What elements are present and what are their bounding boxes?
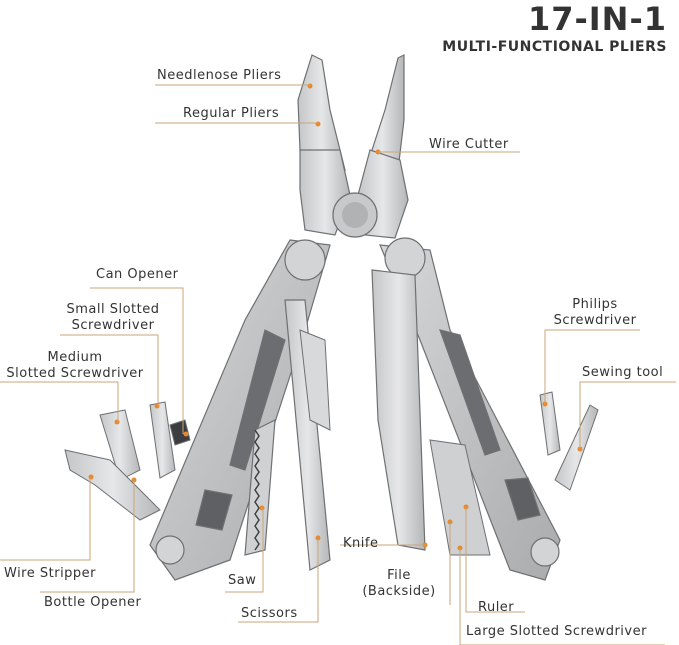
label-knife: Knife <box>343 536 379 551</box>
left-handle <box>149 239 331 581</box>
label-philips-screwdriver: Philips Screwdriver <box>550 297 640 329</box>
label-bottle-opener: Bottle Opener <box>44 595 142 610</box>
left-pivot <box>284 239 326 281</box>
label-medium-slotted-screwdriver: Medium Slotted Screwdriver <box>0 350 150 382</box>
medium-line2: Slotted Screwdriver <box>6 366 144 381</box>
knife-blade <box>371 269 426 551</box>
file-line2: (Backside) <box>362 584 436 599</box>
product-title: 17-IN-1 MULTI-FUNCTIONAL PLIERS <box>442 0 667 56</box>
sewing-tool-blade <box>554 404 599 491</box>
right-bottom-pivot <box>530 537 560 567</box>
label-scissors: Scissors <box>241 606 298 621</box>
label-needlenose-pliers: Needlenose Pliers <box>157 68 282 83</box>
medium-screwdriver-blade <box>99 409 141 481</box>
file-line1: File <box>387 568 411 583</box>
label-ruler: Ruler <box>478 600 515 615</box>
leader-lines <box>0 84 676 645</box>
saw-blade <box>244 418 276 556</box>
small-slotted-line2: Screwdriver <box>71 318 155 333</box>
small-slotted-line1: Small Slotted <box>66 302 160 317</box>
title-main: 17-IN-1 <box>527 0 667 38</box>
philips-screwdriver-blade <box>539 391 561 456</box>
ruler-blade <box>429 439 491 556</box>
small-screwdriver-blade <box>149 401 176 479</box>
label-file-backside: File (Backside) <box>358 568 440 600</box>
wire-stripper-blade <box>64 449 161 521</box>
philips-line2: Screwdriver <box>553 313 637 328</box>
label-can-opener: Can Opener <box>96 267 179 282</box>
label-large-slotted-screwdriver: Large Slotted Screwdriver <box>466 624 647 639</box>
label-wire-stripper: Wire Stripper <box>4 566 97 581</box>
title-sub: MULTI-FUNCTIONAL PLIERS <box>442 39 667 55</box>
medium-line1: Medium <box>47 350 103 365</box>
label-wire-cutter: Wire Cutter <box>429 137 509 152</box>
can-opener-tip <box>169 419 191 446</box>
left-bottom-pivot <box>155 535 185 565</box>
label-sewing-tool: Sewing tool <box>582 365 664 380</box>
label-regular-pliers: Regular Pliers <box>183 106 280 121</box>
philips-line1: Philips <box>572 297 618 312</box>
scissors-blade <box>284 299 331 571</box>
label-saw: Saw <box>228 573 257 588</box>
label-small-slotted-screwdriver: Small Slotted Screwdriver <box>58 302 168 334</box>
